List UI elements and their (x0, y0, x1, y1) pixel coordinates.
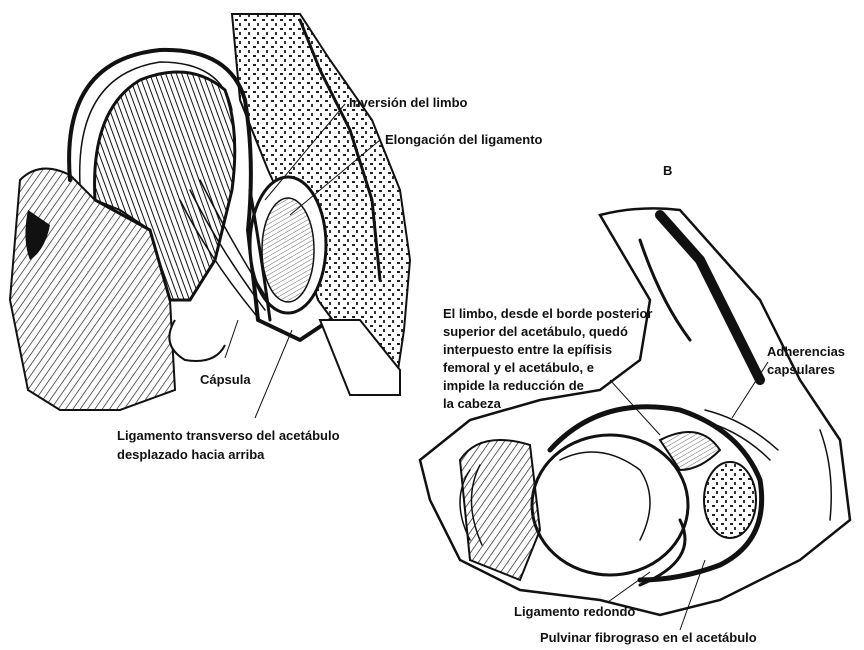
label-limbo-line1: El limbo, desde el borde posterior (443, 306, 653, 321)
label-adherencias-line1: Adherencias (767, 344, 845, 359)
panel-a-drawing (10, 14, 410, 410)
panel-b-letter: B (663, 163, 672, 178)
label-capsula: Cápsula (200, 372, 251, 387)
label-limbo-line2: superior del acetábulo, quedó (443, 324, 628, 339)
label-elongacion-ligamento: Elongación del ligamento (385, 132, 543, 147)
label-limbo-line6: la cabeza (443, 396, 502, 411)
label-limbo-line5: impide la reducción de (443, 378, 584, 393)
label-adherencias-line2: capsulares (767, 362, 835, 377)
label-ligamento-redondo: Ligamento redondo (514, 604, 635, 619)
label-limbo-line3: interpuesto entre la epífisis (443, 342, 612, 357)
label-ligamento-transverso-line2: desplazado hacia arriba (117, 447, 265, 462)
panel-b-drawing (420, 208, 850, 615)
label-inversion-limbo: Inversión del limbo (349, 95, 468, 110)
label-limbo-line4: femoral y el acetábulo, e (443, 360, 594, 375)
label-pulvinar: Pulvinar fibrograso en el acetábulo (540, 630, 757, 645)
label-ligamento-transverso-line1: Ligamento transverso del acetábulo (117, 428, 340, 443)
